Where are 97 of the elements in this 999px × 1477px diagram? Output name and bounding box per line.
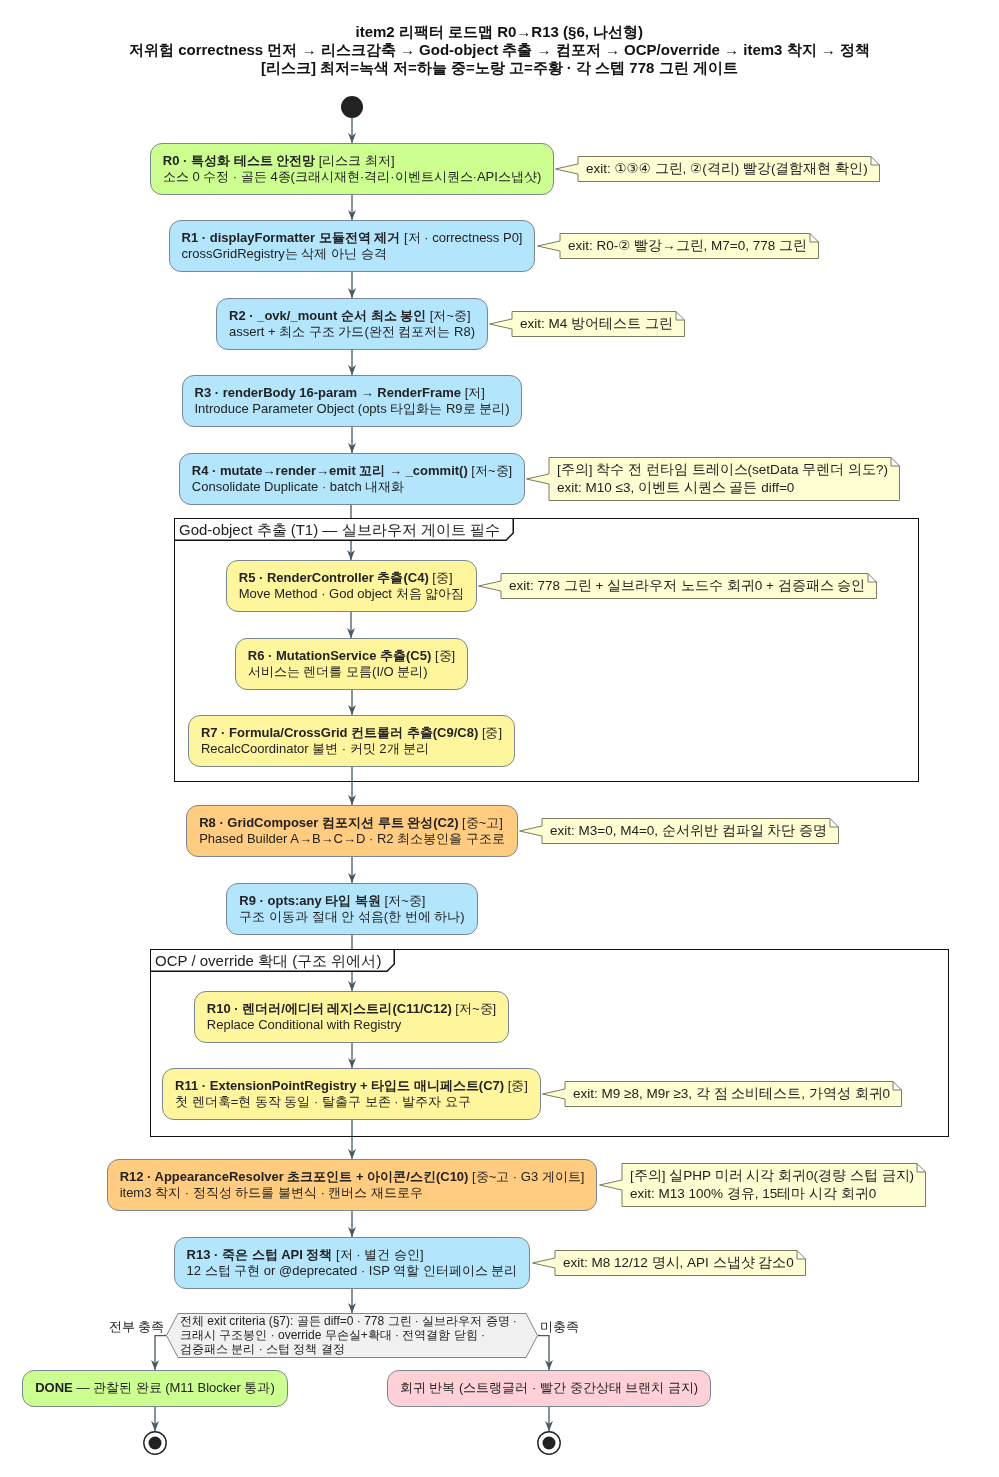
- edge-label: 전부 충족: [109, 1319, 165, 1335]
- step-title: R1 · displayFormatter 모듈전역 제거 [저 · correctness P0]: [181, 230, 523, 246]
- process-box: [216, 298, 488, 350]
- process-box: [173, 1237, 531, 1289]
- step-description: 서비스는 렌더를 모름(I/O 분리): [247, 664, 429, 680]
- note-text: exit: 778 그린 + 실브라우저 노드수 회귀0 + 검증패스 승인: [509, 577, 866, 595]
- step-title: R13 · 죽은 스텁 API 정책 [저 · 별건 승인]: [186, 1247, 425, 1263]
- step-description: Phased Builder A→B→C→D · R2 최소봉인을 구조로: [199, 831, 505, 847]
- step-title: R10 · 렌더러/에디터 레지스트리(C11/C12) [저~중]: [206, 1001, 497, 1017]
- note-callout: [478, 573, 878, 599]
- note-callout: [532, 1250, 806, 1276]
- arrow: [348, 271, 356, 299]
- step-description: 첫 렌더훅=현 동작 동일 · 탈출구 보존 · 발주자 요구: [175, 1094, 472, 1110]
- arrow: [348, 1288, 356, 1314]
- process-box: [181, 375, 523, 427]
- step-title: R11 · ExtensionPointRegistry + 타입드 매니페스트(C7) [중]: [175, 1078, 528, 1094]
- decision-text: 전체 exit criteria (§7): 골든 diff=0 · 778 그린 · 실브라우저 증명 · 크래시 구조봉인 · override 무손실+확대 · 전역결함 닫힘 · 검증패스 분리 · 스텁 정책 결정: [180, 1314, 518, 1356]
- step-description: crossGridRegistry는 삭제 아닌 승격: [181, 246, 388, 262]
- note-callout: [542, 1081, 903, 1107]
- step-description: Replace Conditional with Registry: [206, 1017, 403, 1033]
- step-title: R7 · Formula/CrossGrid 컨트롤러 추출(C9/C8) [중]: [200, 725, 503, 741]
- subtitle: [리스크] 최저=녹색 저=하늘 중=노랑 고=주황 · 각 스텝 778 그린 게이트: [261, 59, 738, 77]
- process-box: [106, 1159, 598, 1211]
- step-description: Introduce Parameter Object (opts 타입화는 R9로 분리): [194, 401, 510, 417]
- step-title: R12 · AppearanceResolver 초크포인트 + 아이콘/스킨(C10) [중~고 · G3 게이트]: [119, 1169, 585, 1185]
- edge-label: 미충족: [540, 1319, 579, 1335]
- process-box: [178, 453, 526, 505]
- note-callout: [537, 233, 820, 259]
- step-title: R0 · 특성화 테스트 안전망 [리스크 최저]: [162, 153, 396, 169]
- process-box: [149, 143, 555, 195]
- note-callout: [489, 311, 685, 337]
- group-frame: [174, 518, 919, 782]
- arrow: [151, 1406, 159, 1432]
- step-description: 소스 0 수정 · 골든 4종(크래시재현·격리·이벤트시퀀스·API스냅샷): [162, 169, 542, 185]
- outcome-text: 회귀 반복 (스트랭글러 · 빨간 중간상태 브랜치 금지): [399, 1379, 699, 1397]
- step-description: RecalcCoordinator 불변 · 커밋 2개 분리: [200, 741, 431, 757]
- arrow: [537, 1334, 553, 1371]
- note-text: exit: ①③④ 그린, ②(격리) 빨강(결함재현 확인): [586, 160, 868, 178]
- note-text: exit: M9 ≥8, M9r ≥3, 각 점 소비테스트, 가역성 회귀0: [573, 1085, 891, 1103]
- group-title: God-object 추출 (T1) — 실브라우저 게이트 필수: [175, 519, 514, 541]
- process-box: [226, 883, 478, 935]
- arrow: [348, 689, 356, 716]
- bullseye-icon: [143, 1431, 167, 1455]
- step-description: 구조 이동과 절대 안 섞음(한 번에 하나): [239, 909, 465, 925]
- arrow: [348, 766, 356, 806]
- step-description: Move Method · God object 처음 얇아짐: [238, 586, 465, 602]
- step-title: R4 · mutate→render→emit 꼬리 → _commit() [저~중]: [191, 463, 513, 479]
- group-title: OCP / override 확대 (구조 위에서): [151, 950, 396, 972]
- arrow: [151, 1334, 167, 1371]
- arrow: [348, 856, 356, 884]
- arrow: [348, 349, 356, 376]
- step-title: R6 · MutationService 추출(C5) [중]: [247, 648, 456, 664]
- process-box: [234, 638, 469, 690]
- process-box: [225, 560, 478, 612]
- process-box: [168, 220, 536, 272]
- note-callout: [526, 457, 901, 501]
- note-text: exit: M13 100% 경유, 15테마 시각 회귀0: [630, 1185, 878, 1203]
- note-text: exit: M8 12/12 명시, API 스냅샷 감소0: [563, 1254, 794, 1272]
- process-box: [386, 1370, 712, 1407]
- bullseye-icon: [537, 1431, 561, 1455]
- process-box: [187, 715, 516, 767]
- step-title: R9 · opts:any 타입 복원 [저~중]: [239, 893, 427, 909]
- arrow: [348, 1042, 356, 1069]
- note-callout: [599, 1163, 927, 1207]
- arrow: [348, 1119, 356, 1160]
- process-box: [193, 991, 510, 1043]
- arrow: [348, 194, 356, 221]
- step-description: 12 스텁 구현 or @deprecated · ISP 역할 인터페이스 분리: [186, 1263, 518, 1279]
- step-title: R3 · renderBody 16-param → RenderFrame [저]: [194, 385, 486, 401]
- arrow: [348, 426, 356, 454]
- step-description: item3 착지 · 정직성 하드룰 불변식 · 캔버스 재드로우: [119, 1185, 424, 1201]
- step-title: R8 · GridComposer 컴포지션 루트 완성(C2) [중~고]: [199, 815, 504, 831]
- filled-circle-icon: [341, 96, 363, 118]
- note-text: [주의] 실PHP 미러 시각 회귀0(경량 스텁 금지): [630, 1167, 915, 1185]
- arrow: [348, 1210, 356, 1238]
- note-callout: [519, 818, 840, 844]
- diagram-title: item2 리팩터 로드맵 R0→R13 (§6, 나선형): [355, 23, 644, 41]
- note-text: exit: M10 ≤3, 이벤트 시퀀스 골든 diff=0: [557, 479, 796, 497]
- group-frame: [150, 949, 949, 1137]
- outcome-text: DONE — 관찰된 완료 (M11 Blocker 통과): [35, 1379, 275, 1397]
- decision-hexagon: [166, 1313, 538, 1358]
- process-box: [162, 1068, 541, 1120]
- note-text: [주의] 착수 전 런타임 트레이스(setData 무렌더 의도?): [557, 461, 889, 479]
- process-box: [22, 1370, 288, 1407]
- step-description: assert + 최소 구조 가드(완전 컴포저는 R8): [229, 324, 475, 340]
- step-title: R5 · RenderController 추출(C4) [중]: [238, 570, 454, 586]
- arrow: [347, 611, 355, 639]
- note-callout: [555, 156, 880, 182]
- note-text: exit: M4 방어테스트 그린: [520, 315, 673, 333]
- note-text: exit: M3=0, M4=0, 순서위반 컴파일 차단 증명: [550, 822, 828, 840]
- step-title: R2 · _ovk/_mount 순서 최소 봉인 [저~중]: [229, 308, 472, 324]
- note-text: exit: R0-② 빨강→그린, M7=0, 778 그린: [568, 237, 808, 255]
- step-description: Consolidate Duplicate · batch 내재화: [191, 479, 406, 495]
- arrow: [545, 1406, 553, 1432]
- subtitle: 저위험 correctness 먼저 → 리스크감축 → God-object 추출 → 컴포저 → OCP/override → item3 착지 → 정책: [129, 41, 870, 59]
- arrow: [348, 117, 356, 144]
- process-box: [186, 805, 518, 857]
